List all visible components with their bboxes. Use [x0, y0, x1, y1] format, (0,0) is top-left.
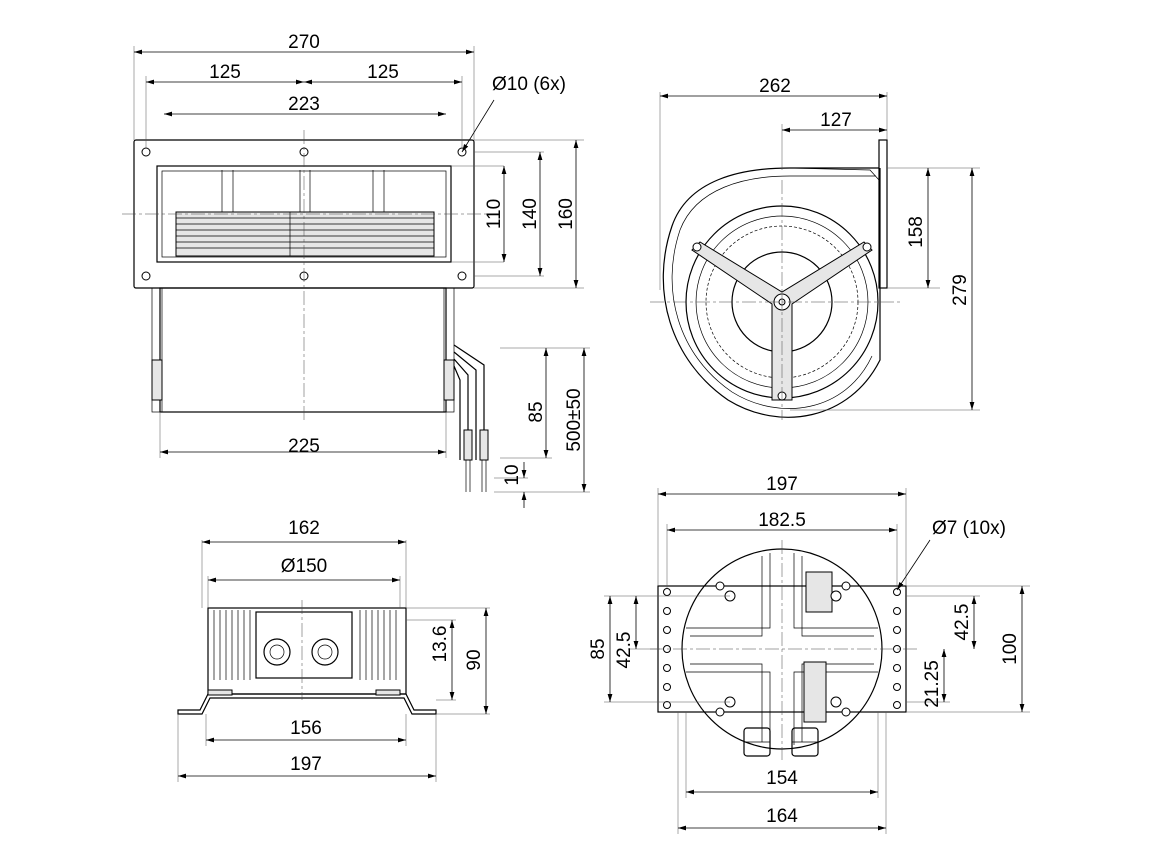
dim-270: 270 — [288, 32, 320, 53]
dim-125-left: 125 — [209, 62, 241, 83]
dim-10: 10 — [502, 464, 523, 485]
dim-85: 85 — [526, 401, 547, 422]
impeller-blades — [175, 211, 435, 257]
dim-197-right: 197 — [766, 474, 798, 495]
dim-225: 225 — [288, 436, 320, 457]
dim-127: 127 — [820, 110, 852, 131]
cable-glands — [743, 727, 819, 757]
motor-holes — [715, 581, 851, 717]
mounting-holes-left — [663, 588, 671, 709]
dim-110: 110 — [484, 199, 505, 229]
dim-182-5: 182.5 — [758, 510, 806, 531]
dim-42-5-right: 42.5 — [952, 604, 973, 641]
dim-42-5-left: 42.5 — [614, 632, 635, 669]
front-view: 270 125 125 223 Ø10 (6x) 225 110 140 160… — [122, 32, 590, 508]
dim-156: 156 — [290, 718, 322, 739]
dim-150-diameter: Ø150 — [281, 556, 327, 577]
motor-side-view: 162 Ø150 13.6 90 156 197 — [177, 518, 490, 782]
dim-279: 279 — [950, 274, 971, 306]
side-view: 262 127 158 279 — [650, 76, 980, 420]
cable-gland-right — [311, 638, 339, 666]
dim-hole-callout-7: Ø7 (10x) — [932, 518, 1006, 539]
dim-262: 262 — [759, 76, 791, 97]
motor-bottom-view: 197 182.5 Ø7 (10x) 85 42.5 42.5 21.25 10… — [588, 474, 1030, 834]
dim-140: 140 — [520, 198, 541, 230]
cooling-channels — [686, 553, 878, 745]
dim-158: 158 — [906, 216, 927, 248]
dim-85-left: 85 — [588, 638, 609, 659]
dim-164: 164 — [766, 806, 798, 827]
dim-90: 90 — [464, 649, 485, 670]
dim-162: 162 — [288, 518, 320, 539]
mounting-holes-right — [893, 588, 901, 709]
power-cables — [453, 344, 489, 492]
dim-hole-callout: Ø10 (6x) — [492, 74, 566, 95]
dim-154: 154 — [766, 768, 798, 789]
dim-13-6: 13.6 — [430, 626, 451, 663]
dim-125-right: 125 — [367, 62, 399, 83]
dim-21-25: 21.25 — [922, 660, 943, 708]
cooling-fins — [213, 610, 397, 680]
cable-gland-left — [263, 638, 291, 666]
dim-160: 160 — [556, 198, 577, 230]
dim-100: 100 — [1000, 633, 1021, 665]
dim-500-50: 500±50 — [564, 388, 585, 451]
dim-223: 223 — [288, 94, 320, 115]
dim-197-left: 197 — [290, 754, 322, 775]
